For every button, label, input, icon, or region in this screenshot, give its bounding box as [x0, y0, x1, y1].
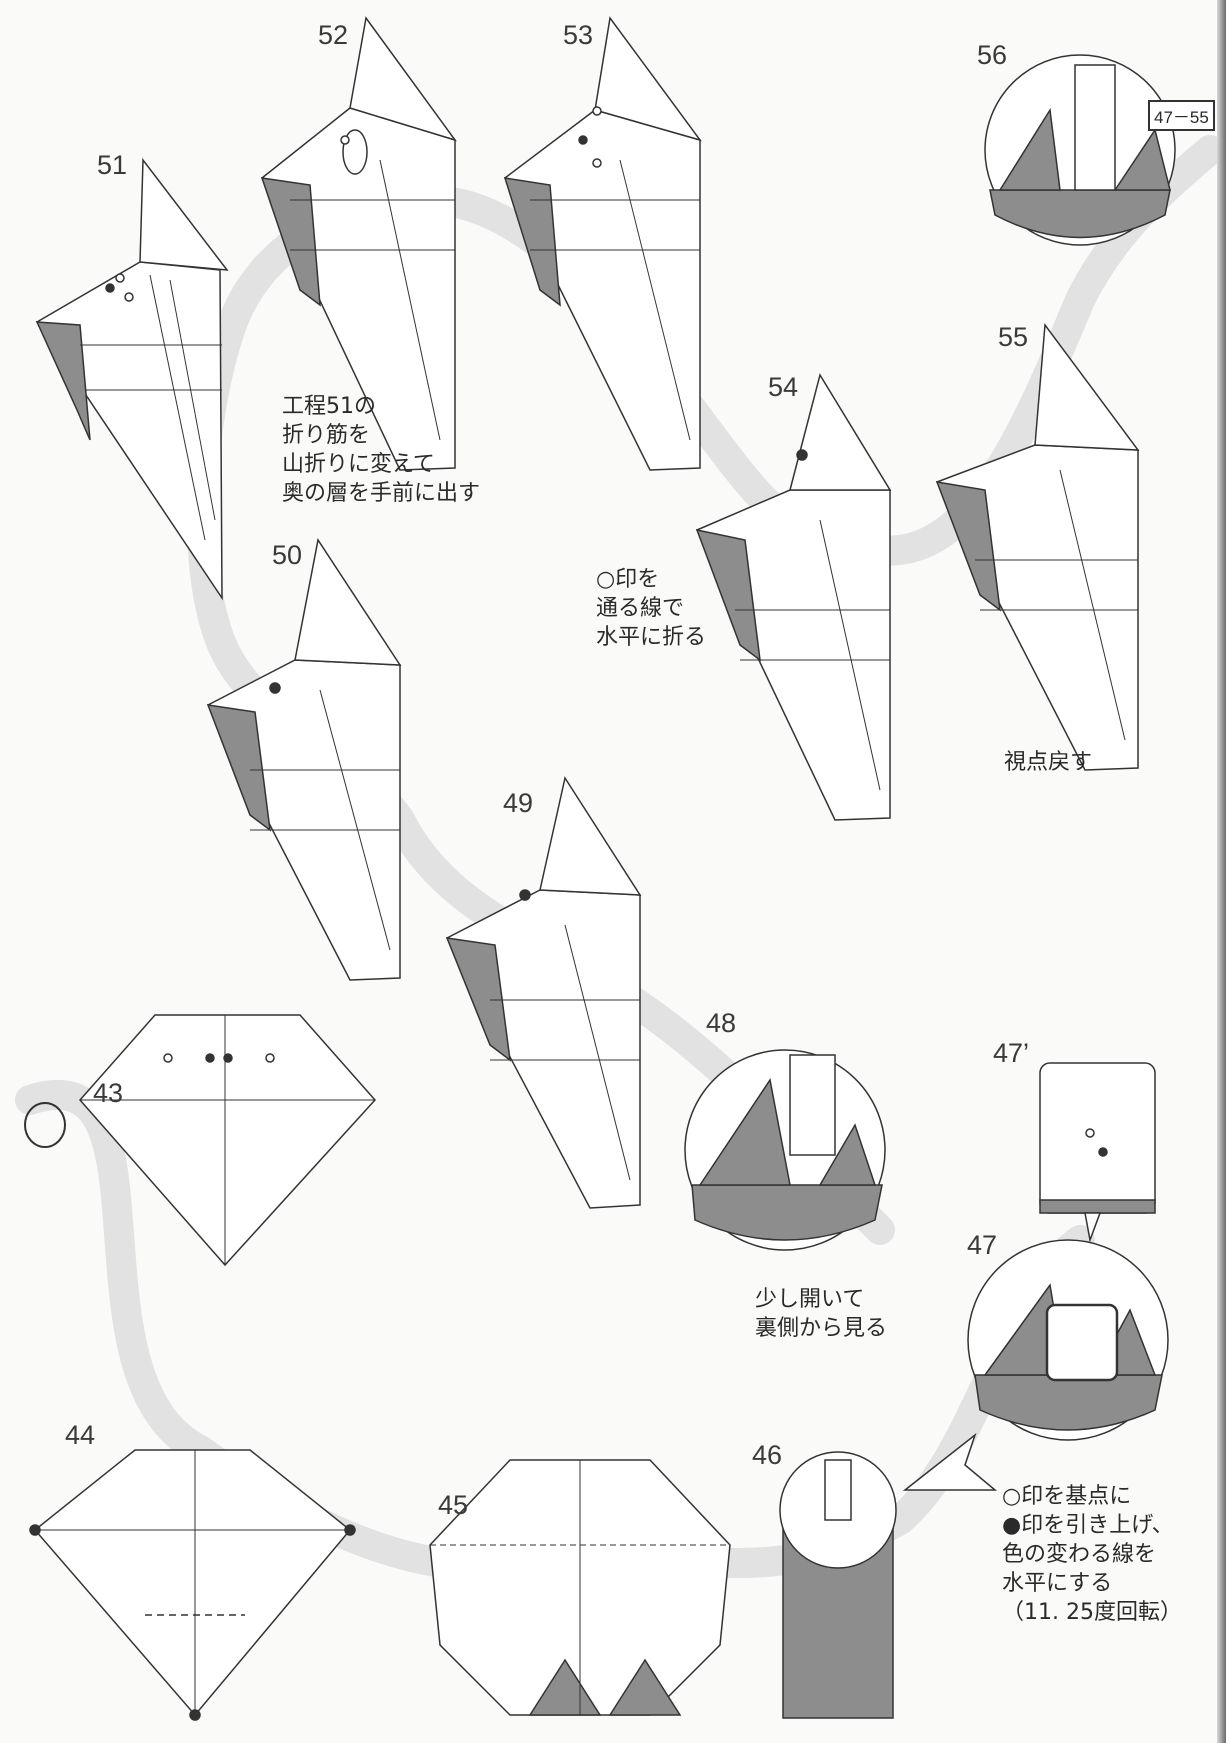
turn-over-symbol — [24, 1102, 66, 1148]
step-number-54: 54 — [768, 372, 799, 402]
instruction-note-54: ○印を 通る線で 水平に折る — [596, 567, 707, 650]
step-47prime-figure — [1039, 1062, 1156, 1243]
step-number-43: 43 — [93, 1078, 124, 1108]
step-55-figure — [935, 322, 1140, 771]
step-47-figure — [967, 1239, 1169, 1441]
step-46-figure — [779, 1432, 998, 1719]
step-54-figure — [695, 373, 892, 821]
step-number-47: 47 — [967, 1230, 998, 1260]
step-number-49: 49 — [503, 788, 534, 818]
page-edge-shadow — [1217, 0, 1226, 1743]
step-number-55: 55 — [998, 322, 1029, 352]
step-number-44: 44 — [65, 1420, 96, 1450]
instruction-note-55: 視点戻す — [1004, 750, 1093, 775]
step-number-47prime: 47’ — [993, 1038, 1030, 1068]
instruction-note-47: ○印を基点に ●印を引き上げ、 色の変わる線を 水平にする （11. 25度回転… — [1002, 1484, 1182, 1625]
step-number-51: 51 — [97, 150, 128, 180]
step-number-53: 53 — [563, 20, 594, 50]
step-number-46: 46 — [752, 1440, 783, 1470]
step-43-figure — [79, 1014, 377, 1267]
step-53-figure — [503, 16, 702, 471]
step-45-figure — [429, 1459, 731, 1716]
step-number-56: 56 — [977, 40, 1008, 70]
step-52-figure — [260, 16, 457, 471]
step-number-45: 45 — [438, 1490, 469, 1520]
step-50-figure — [206, 538, 402, 981]
step-number-50: 50 — [272, 540, 303, 570]
reference-badge: 47－55 — [1148, 100, 1215, 131]
step-51-figure — [35, 157, 229, 601]
step-number-48: 48 — [706, 1008, 737, 1038]
step-56-figure — [984, 54, 1176, 246]
instruction-note-52: 工程51の 折り筋を 山折りに変えて 奥の層を手前に出す — [282, 394, 481, 506]
step-48-figure — [684, 1049, 886, 1251]
step-49-figure — [445, 776, 642, 1209]
step-44-figure — [29, 1449, 356, 1721]
step-number-52: 52 — [318, 20, 349, 50]
instruction-note-48: 少し開いて 裏側から見る — [755, 1287, 888, 1341]
